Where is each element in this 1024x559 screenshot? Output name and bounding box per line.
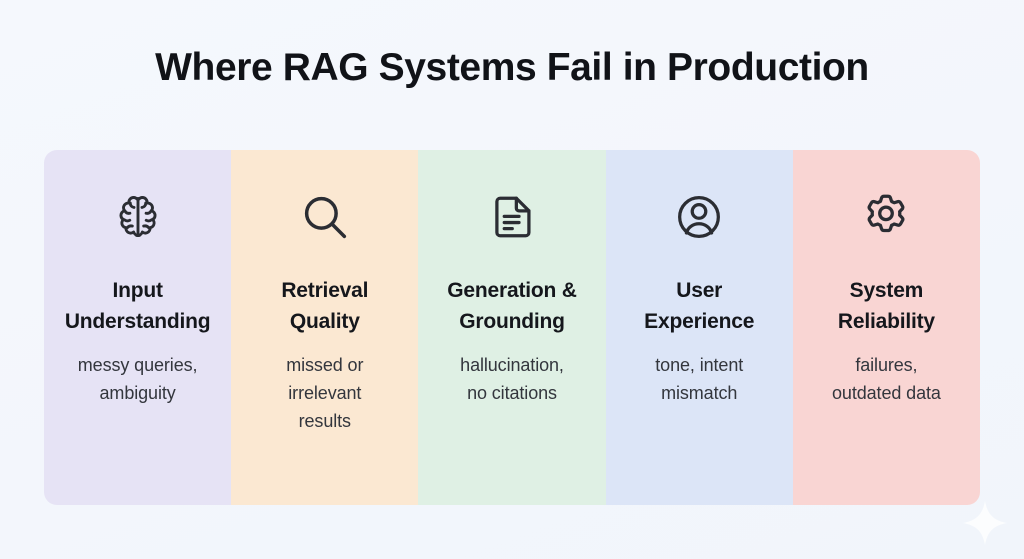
card-description-line3: results (298, 410, 351, 431)
card-heading-line1: Input (112, 279, 163, 302)
card-heading-line2: Reliability (837, 309, 935, 333)
card-description: failures, outdated data (822, 351, 951, 407)
gear-icon (857, 188, 915, 246)
card-heading-line1: System (849, 279, 924, 302)
card-user-experience[interactable]: User Experience tone, intent mismatch (605, 150, 793, 505)
card-heading-line1: User (676, 279, 723, 302)
card-description-line2: irrelevant (288, 382, 362, 403)
card-description-line1: failures, (855, 354, 918, 375)
card-heading-line2: Quality (289, 309, 360, 333)
card-description: hallucination, no citations (450, 351, 574, 407)
card-description-line2: ambiguity (99, 382, 176, 403)
card-heading: Input Understanding (57, 276, 219, 338)
card-description: missed or irrelevant results (276, 351, 373, 435)
card-heading-line1: Generation & (447, 279, 577, 302)
sparkle-icon (962, 500, 1008, 546)
card-description-line1: missed or (286, 354, 364, 375)
card-description-line1: hallucination, (460, 354, 564, 375)
card-description-line2: mismatch (661, 382, 738, 403)
card-system-reliability[interactable]: System Reliability failures, outdated da… (792, 150, 980, 505)
card-heading-line2: Understanding (64, 309, 211, 333)
card-description-line1: tone, intent (655, 354, 744, 375)
card-heading: Retrieval Quality (273, 276, 376, 338)
card-heading-line2: Experience (644, 309, 755, 333)
card-description-line2: outdated data (832, 382, 941, 403)
card-heading-line1: Retrieval (281, 279, 369, 302)
page-title: Where RAG Systems Fail in Production (155, 46, 869, 89)
card-description-line1: messy queries, (77, 354, 198, 375)
card-input-understanding[interactable]: Input Understanding messy queries, ambig… (44, 150, 232, 505)
card-heading-line2: Grounding (459, 309, 565, 333)
card-retrieval-quality[interactable]: Retrieval Quality missed or irrelevant r… (231, 150, 419, 505)
card-heading: User Experience (636, 276, 762, 338)
brain-icon (109, 188, 167, 246)
cards-row: Input Understanding messy queries, ambig… (44, 150, 980, 505)
card-generation-grounding[interactable]: Generation & Grounding hallucination, no… (418, 150, 606, 505)
magnifier-icon (296, 188, 354, 246)
card-heading: Generation & Grounding (439, 276, 584, 338)
user-icon (670, 188, 728, 246)
card-heading: System Reliability (830, 276, 943, 338)
card-description-line2: no citations (467, 382, 557, 403)
card-description: messy queries, ambiguity (68, 351, 208, 407)
document-icon (483, 188, 541, 246)
card-description: tone, intent mismatch (645, 351, 753, 407)
